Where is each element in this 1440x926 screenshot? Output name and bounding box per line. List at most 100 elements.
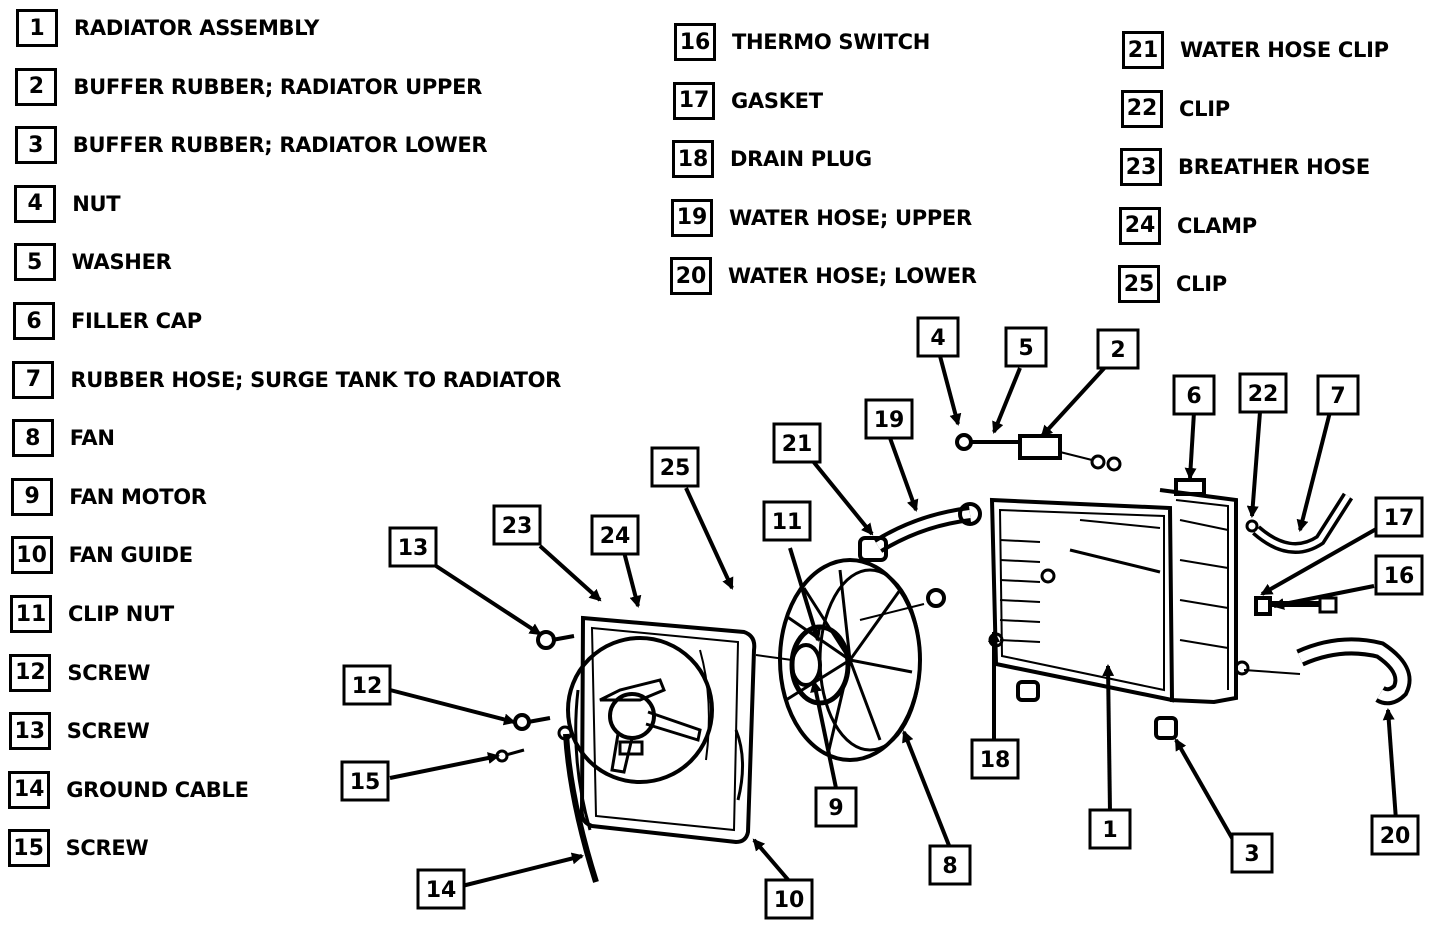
svg-text:22: 22 (1248, 382, 1279, 407)
legend-number: 19 (671, 198, 713, 237)
svg-text:11: 11 (772, 510, 803, 535)
legend-label: CLIP NUT (68, 602, 174, 626)
callout-4: 4 (916, 316, 960, 358)
legend-label: FILLER CAP (71, 309, 202, 333)
legend-number: 16 (674, 23, 716, 61)
callout-11: 11 (762, 500, 812, 542)
lower-hose-shape (1234, 637, 1412, 706)
svg-text:17: 17 (1384, 506, 1415, 531)
callout-25: 25 (650, 446, 700, 488)
svg-text:10: 10 (774, 888, 805, 913)
svg-text:12: 12 (352, 674, 383, 699)
legend-label: BUFFER RUBBER; RADIATOR UPPER (73, 74, 483, 99)
legend-number: 15 (7, 829, 50, 868)
legend-label: CLAMP (1177, 213, 1257, 238)
fan-guide-shape (566, 615, 757, 845)
callout-23: 23 (492, 504, 542, 546)
legend-entry-14: 14 GROUND CABLE (8, 768, 249, 812)
svg-text:2: 2 (1110, 338, 1125, 363)
svg-text:13: 13 (398, 536, 429, 561)
legend-number: 8 (11, 419, 54, 458)
surge-hose-shape (1245, 492, 1354, 554)
callout-10: 10 (764, 878, 814, 920)
legend-entry-2: 2 BUFFER RUBBER; RADIATOR UPPER (15, 65, 482, 109)
callout-5: 5 (1004, 326, 1048, 368)
callout-8: 8 (928, 844, 972, 886)
legend-label: NUT (72, 191, 121, 216)
legend-number: 18 (672, 140, 714, 178)
svg-text:19: 19 (874, 408, 905, 433)
callout-1: 1 (1088, 808, 1132, 850)
svg-text:6: 6 (1186, 384, 1201, 409)
callout-17: 17 (1374, 496, 1424, 538)
legend-entry-10: 10 FAN GUIDE (10, 533, 194, 577)
legend-label: DRAIN PLUG (730, 147, 872, 171)
legend-number: 6 (13, 302, 55, 340)
legend-number: 10 (10, 536, 53, 575)
legend-entry-21: 21 WATER HOSE CLIP (1122, 28, 1389, 72)
legend-number: 14 (8, 770, 51, 809)
legend-number: 5 (13, 243, 56, 282)
svg-text:15: 15 (350, 770, 381, 795)
legend-entry-8: 8 FAN (11, 416, 115, 460)
legend-label: THERMO SWITCH (732, 30, 930, 54)
svg-text:21: 21 (782, 432, 813, 457)
callout-6: 6 (1172, 374, 1216, 416)
callout-3: 3 (1230, 832, 1274, 874)
callout-19: 19 (864, 398, 914, 440)
svg-text:23: 23 (502, 514, 533, 539)
legend-number: 21 (1122, 31, 1164, 69)
legend-number: 2 (15, 67, 58, 106)
legend-label: FAN GUIDE (68, 543, 194, 568)
legend-label: FAN (69, 426, 115, 451)
radiator-shape (988, 478, 1238, 705)
legend-label: WATER HOSE; UPPER (729, 205, 972, 230)
legend-entry-19: 19 WATER HOSE; UPPER (671, 196, 972, 240)
legend-number: 9 (11, 477, 54, 516)
legend-entry-17: 17 GASKET (673, 79, 823, 123)
legend-label: FAN MOTOR (69, 484, 207, 509)
svg-text:16: 16 (1384, 564, 1415, 589)
callout-18: 18 (970, 738, 1020, 780)
legend-number: 17 (673, 81, 715, 120)
legend-label: BUFFER RUBBER; RADIATOR LOWER (72, 133, 488, 158)
legend-label: GROUND CABLE (66, 777, 249, 802)
legend-label: BREATHER HOSE (1178, 155, 1370, 179)
legend-entry-11: 11 CLIP NUT (10, 592, 174, 636)
legend-entry-18: 18 DRAIN PLUG (672, 137, 872, 181)
legend-label: RADIATOR ASSEMBLY (74, 16, 319, 40)
callout-9: 9 (814, 786, 858, 828)
leader-lines (389, 355, 1398, 888)
legend-number: 12 (9, 653, 52, 692)
callout-20: 20 (1370, 814, 1420, 856)
svg-text:7: 7 (1330, 384, 1345, 409)
legend-entry-22: 22 CLIP (1121, 87, 1230, 131)
legend-label: SCREW (65, 836, 149, 861)
svg-text:1: 1 (1102, 818, 1117, 843)
legend-label: GASKET (731, 88, 823, 113)
legend-number: 11 (10, 595, 52, 633)
callout-12: 12 (342, 664, 392, 706)
callout-22: 22 (1238, 372, 1288, 414)
callout-21: 21 (772, 422, 822, 464)
callout-15: 15 (340, 760, 390, 802)
legend-number: 22 (1121, 89, 1163, 128)
screws-shape (495, 630, 575, 763)
legend-label: RUBBER HOSE; SURGE TANK TO RADIATOR (70, 367, 562, 392)
legend-entry-3: 3 BUFFER RUBBER; RADIATOR LOWER (14, 123, 488, 167)
legend-label: WATER HOSE CLIP (1180, 38, 1389, 62)
callout-7: 7 (1316, 374, 1360, 416)
legend-number: 25 (1118, 265, 1160, 303)
legend-number: 3 (14, 126, 57, 165)
svg-text:24: 24 (600, 524, 631, 549)
svg-text:5: 5 (1018, 336, 1033, 361)
legend-label: CLIP (1179, 96, 1230, 121)
